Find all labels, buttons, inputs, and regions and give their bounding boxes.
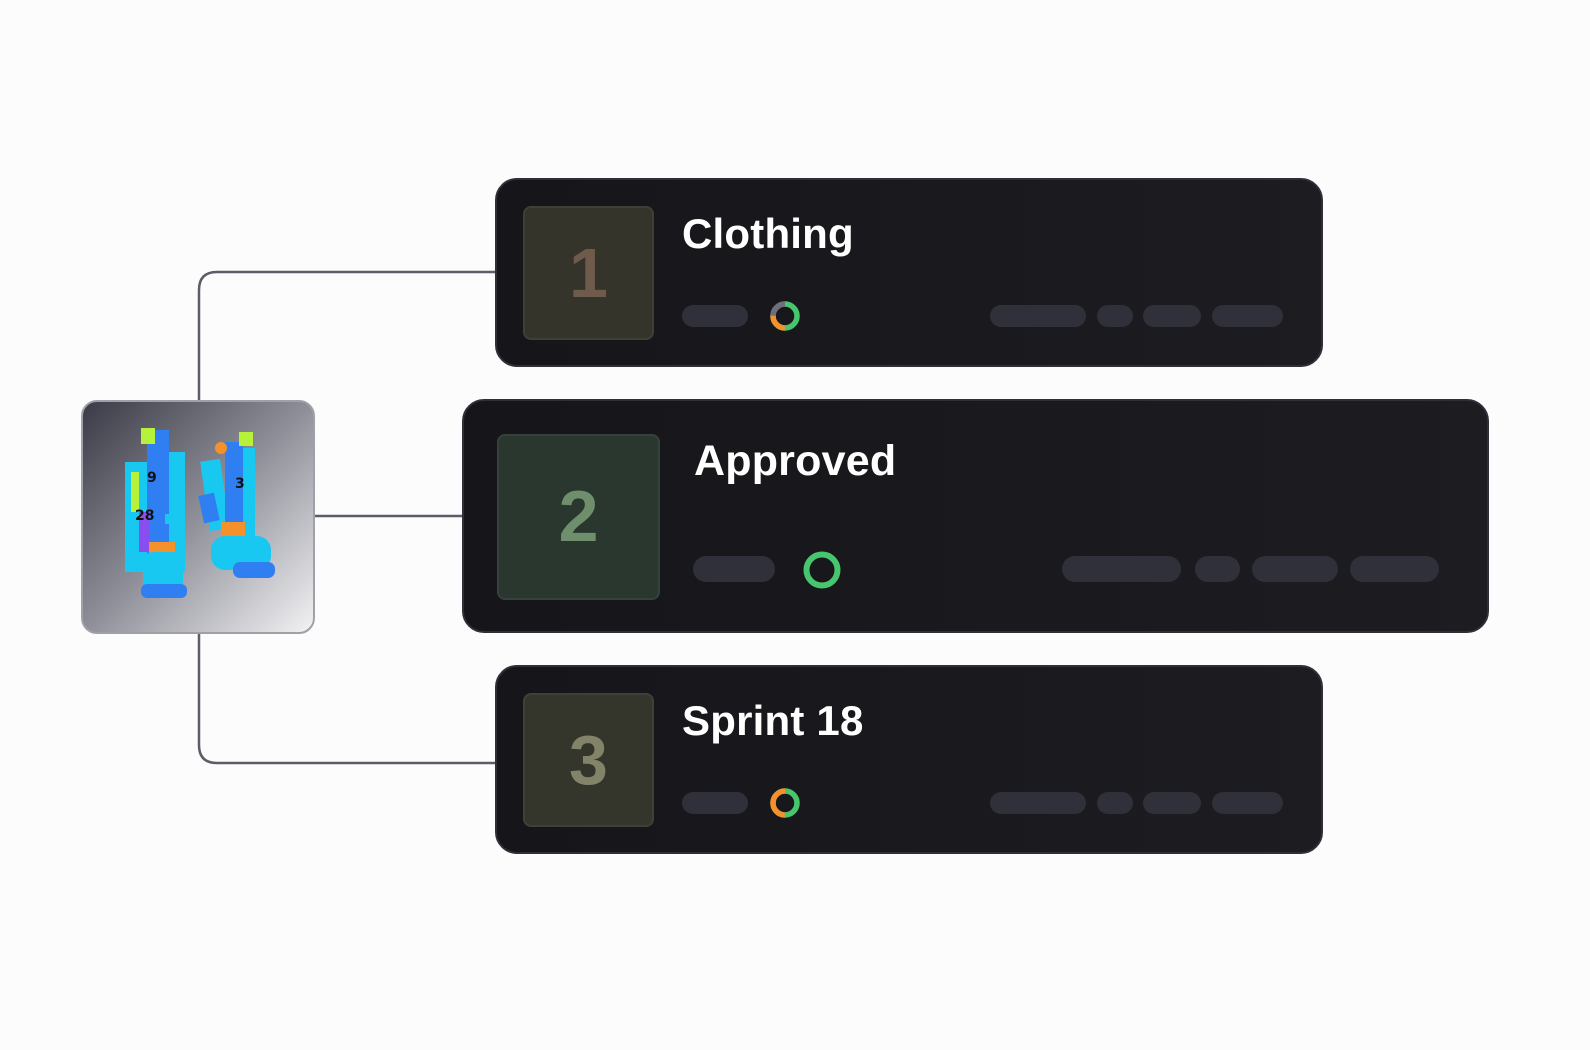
placeholder-pill <box>693 556 775 582</box>
svg-text:9: 9 <box>147 470 157 486</box>
card-title: Clothing <box>682 210 854 257</box>
card-number-tile: 3 <box>523 693 654 827</box>
collection-card-sprint-18[interactable]: 3 Sprint 18 <box>495 665 1323 854</box>
collection-card-approved[interactable]: 2 Approved <box>462 399 1489 633</box>
placeholder-pill <box>1195 556 1240 582</box>
placeholder-pill <box>1212 792 1283 814</box>
placeholder-pill <box>1062 556 1181 582</box>
placeholder-pill <box>1097 305 1133 327</box>
asset-thumbnail[interactable]: 28 9 3 <box>81 400 315 634</box>
placeholder-pill <box>990 792 1086 814</box>
placeholder-pill <box>1097 792 1133 814</box>
collection-card-clothing[interactable]: 1 Clothing <box>495 178 1323 367</box>
card-title: Approved <box>694 437 897 485</box>
placeholder-pill <box>1212 305 1283 327</box>
placeholder-pill <box>682 792 748 814</box>
svg-text:3: 3 <box>235 476 245 492</box>
card-title: Sprint 18 <box>682 697 864 744</box>
card-number-tile: 1 <box>523 206 654 340</box>
placeholder-pill <box>1143 792 1201 814</box>
placeholder-pill <box>682 305 748 327</box>
card-number-tile: 2 <box>497 434 660 600</box>
placeholder-pill <box>1143 305 1201 327</box>
progress-ring-icon <box>770 301 800 331</box>
svg-text:28: 28 <box>135 508 154 524</box>
boots-uv-icon: 28 9 3 <box>125 428 275 598</box>
placeholder-pill <box>990 305 1086 327</box>
placeholder-pill <box>1350 556 1439 582</box>
progress-ring-icon <box>770 788 800 818</box>
progress-ring-icon <box>803 551 841 589</box>
placeholder-pill <box>1252 556 1338 582</box>
